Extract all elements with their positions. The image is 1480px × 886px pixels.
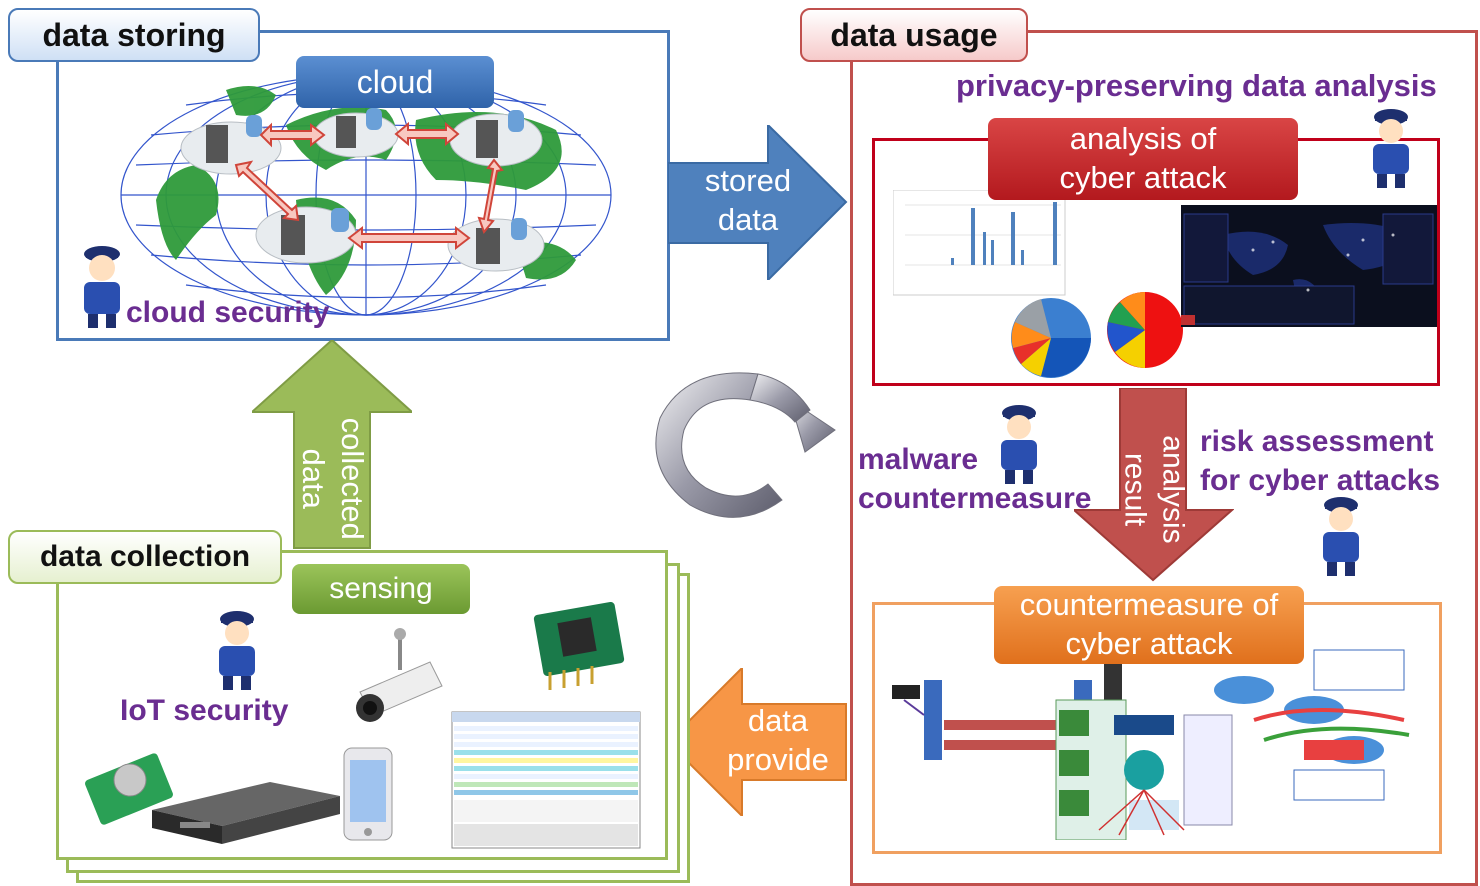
provide-text: provide [727, 741, 829, 777]
countermeasure-network [1214, 649, 1410, 801]
cloud-node-1 [180, 115, 282, 175]
countermeasure-diagram [892, 649, 1410, 840]
malware-countermeasure-label: malware countermeasure [858, 440, 1091, 518]
cloud-node-5 [447, 218, 545, 272]
cycle-arrow-icon [655, 372, 836, 518]
server-icon [476, 120, 498, 158]
pie-chart-2014 [1107, 292, 1183, 368]
stored-text: stored [704, 163, 792, 198]
connection-arrows [234, 121, 504, 251]
police-officer-icon [1323, 497, 1359, 576]
provide-data-text: data [747, 703, 809, 738]
server-icon [476, 228, 500, 264]
collected-data-arrow [252, 340, 412, 549]
countermeasure-title-label: countermeasure of cyber attack [994, 586, 1304, 664]
countermeasure-title-line2: cyber attack [1065, 626, 1233, 661]
analysis-title-line2: cyber attack [1059, 160, 1227, 195]
tab-data-collection[interactable]: data collection [8, 530, 282, 584]
database-icon [331, 208, 349, 232]
privacy-preserving-label: privacy-preserving data analysis [956, 68, 1437, 103]
collected-data-label: collected data [293, 397, 371, 561]
server-icon [206, 125, 228, 163]
stored-data-label: stored data [688, 162, 808, 240]
collected-text: collected [334, 417, 370, 540]
analysis-title-label: analysis of cyber attack [988, 118, 1298, 200]
camera-icon [356, 628, 443, 722]
analysis-result-label: analysis result [1117, 428, 1192, 552]
tab-data-storing[interactable]: data storing [8, 8, 260, 62]
police-officer-icon [219, 611, 255, 690]
risk-line2: for cyber attacks [1200, 464, 1441, 497]
sensing-label: sensing [292, 564, 470, 614]
stored-data-arrow [668, 125, 848, 280]
data-provide-arrow [668, 668, 847, 816]
data-text: data [717, 201, 779, 237]
tab-data-usage[interactable]: data usage [800, 8, 1028, 62]
attack-map-screenshot [1181, 205, 1437, 327]
countermeasure-center [1055, 699, 1233, 840]
analysis-screenshots [893, 190, 1437, 378]
collected-data-text: data [296, 448, 331, 509]
malware-line1: malware [858, 443, 979, 476]
smartphone-icon [343, 747, 393, 841]
malware-line2: countermeasure [858, 482, 1092, 515]
police-officer-icon [84, 246, 120, 328]
sensor-board-icon [533, 601, 625, 690]
sensor-board-icon [85, 753, 173, 825]
packet-capture-screenshot [451, 711, 641, 849]
cloud-node-2 [313, 108, 399, 158]
network-switch-icon [152, 782, 340, 844]
database-icon [508, 110, 524, 132]
risk-assessment-label: risk assessment for cyber attacks [1200, 422, 1440, 500]
result-text: result [1119, 452, 1152, 527]
analysis-title-line1: analysis of [1069, 121, 1217, 157]
risk-line1: risk assessment [1200, 425, 1434, 458]
bar-chart-thumbnail [893, 190, 1066, 296]
cloud-label: cloud [296, 56, 494, 108]
server-icon [336, 116, 356, 148]
database-icon [366, 108, 382, 130]
cloud-node-4 [255, 206, 357, 264]
analysis-text: analysis [1156, 435, 1190, 544]
police-officer-icon [1373, 109, 1409, 188]
cloud-node-3 [449, 110, 543, 167]
iot-devices-illustration [85, 601, 641, 849]
police-officer-icon [1001, 405, 1037, 484]
database-icon [511, 218, 527, 240]
countermeasure-title-line1: countermeasure of [1019, 587, 1279, 623]
server-icon [281, 215, 305, 255]
cloud-security-label: cloud security [126, 296, 330, 329]
database-icon [246, 115, 262, 137]
iot-security-label: IoT security [120, 694, 289, 727]
data-provide-label: data provide [716, 702, 840, 780]
analysis-result-arrow [1074, 388, 1234, 582]
pie-chart-2013 [1011, 298, 1091, 378]
